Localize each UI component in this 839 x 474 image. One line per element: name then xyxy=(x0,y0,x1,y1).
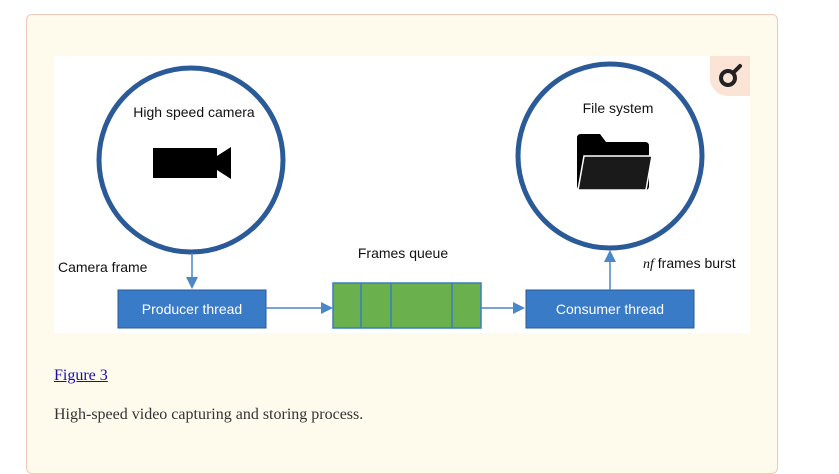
frames-queue xyxy=(332,282,482,329)
consumer-thread-box xyxy=(525,289,695,329)
camera-circle-label: High speed camera xyxy=(133,104,255,120)
figure-caption: High-speed video capturing and storing p… xyxy=(54,406,364,423)
figure-link[interactable]: Figure 3 xyxy=(54,367,108,384)
figure-image[interactable]: High speed camera File system Camera fra… xyxy=(54,56,750,333)
queue-label: Frames queue xyxy=(358,245,448,261)
video-camera-icon xyxy=(153,147,231,179)
camera-frame-label: Camera frame xyxy=(58,259,148,275)
zoom-button[interactable] xyxy=(710,56,750,96)
folder-icon xyxy=(577,134,653,191)
magnify-icon xyxy=(719,64,742,87)
producer-thread-box xyxy=(117,289,267,329)
burst-label: nf frames burst xyxy=(643,255,736,272)
filesystem-circle-label: File system xyxy=(583,100,654,116)
process-diagram: High speed camera File system Camera fra… xyxy=(58,61,736,329)
consumer-thread-label: Consumer thread xyxy=(556,301,664,317)
producer-thread-label: Producer thread xyxy=(142,301,242,317)
